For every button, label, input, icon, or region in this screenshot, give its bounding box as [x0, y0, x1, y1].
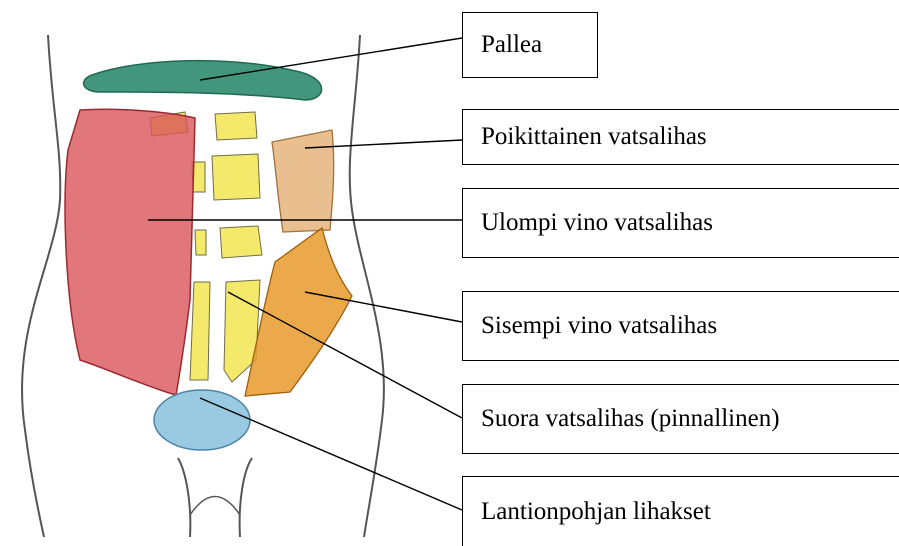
- label-external-oblique: Ulompi vino vatsalihas: [462, 188, 899, 258]
- torso-left-outline: [22, 35, 60, 537]
- leader-line-diaphragm: [200, 38, 462, 80]
- right-leg-outline: [240, 458, 252, 537]
- label-transverse-abdominis: Poikittainen vatsalihas: [462, 109, 899, 165]
- label-internal-oblique: Sisempi vino vatsalihas: [462, 291, 899, 361]
- transverse-abdominis-shape: [272, 130, 334, 232]
- label-pelvic-floor: Lantionpohjan lihakset: [462, 476, 899, 546]
- left-leg-outline: [178, 458, 190, 537]
- torso-right-outline: [350, 35, 384, 537]
- external-oblique-shape: [65, 109, 195, 395]
- leader-line-pelvic: [200, 398, 462, 510]
- label-diaphragm: Pallea: [462, 12, 598, 78]
- label-rectus-abdominis: Suora vatsalihas (pinnallinen): [462, 384, 899, 454]
- leg-gap-curve: [190, 497, 240, 516]
